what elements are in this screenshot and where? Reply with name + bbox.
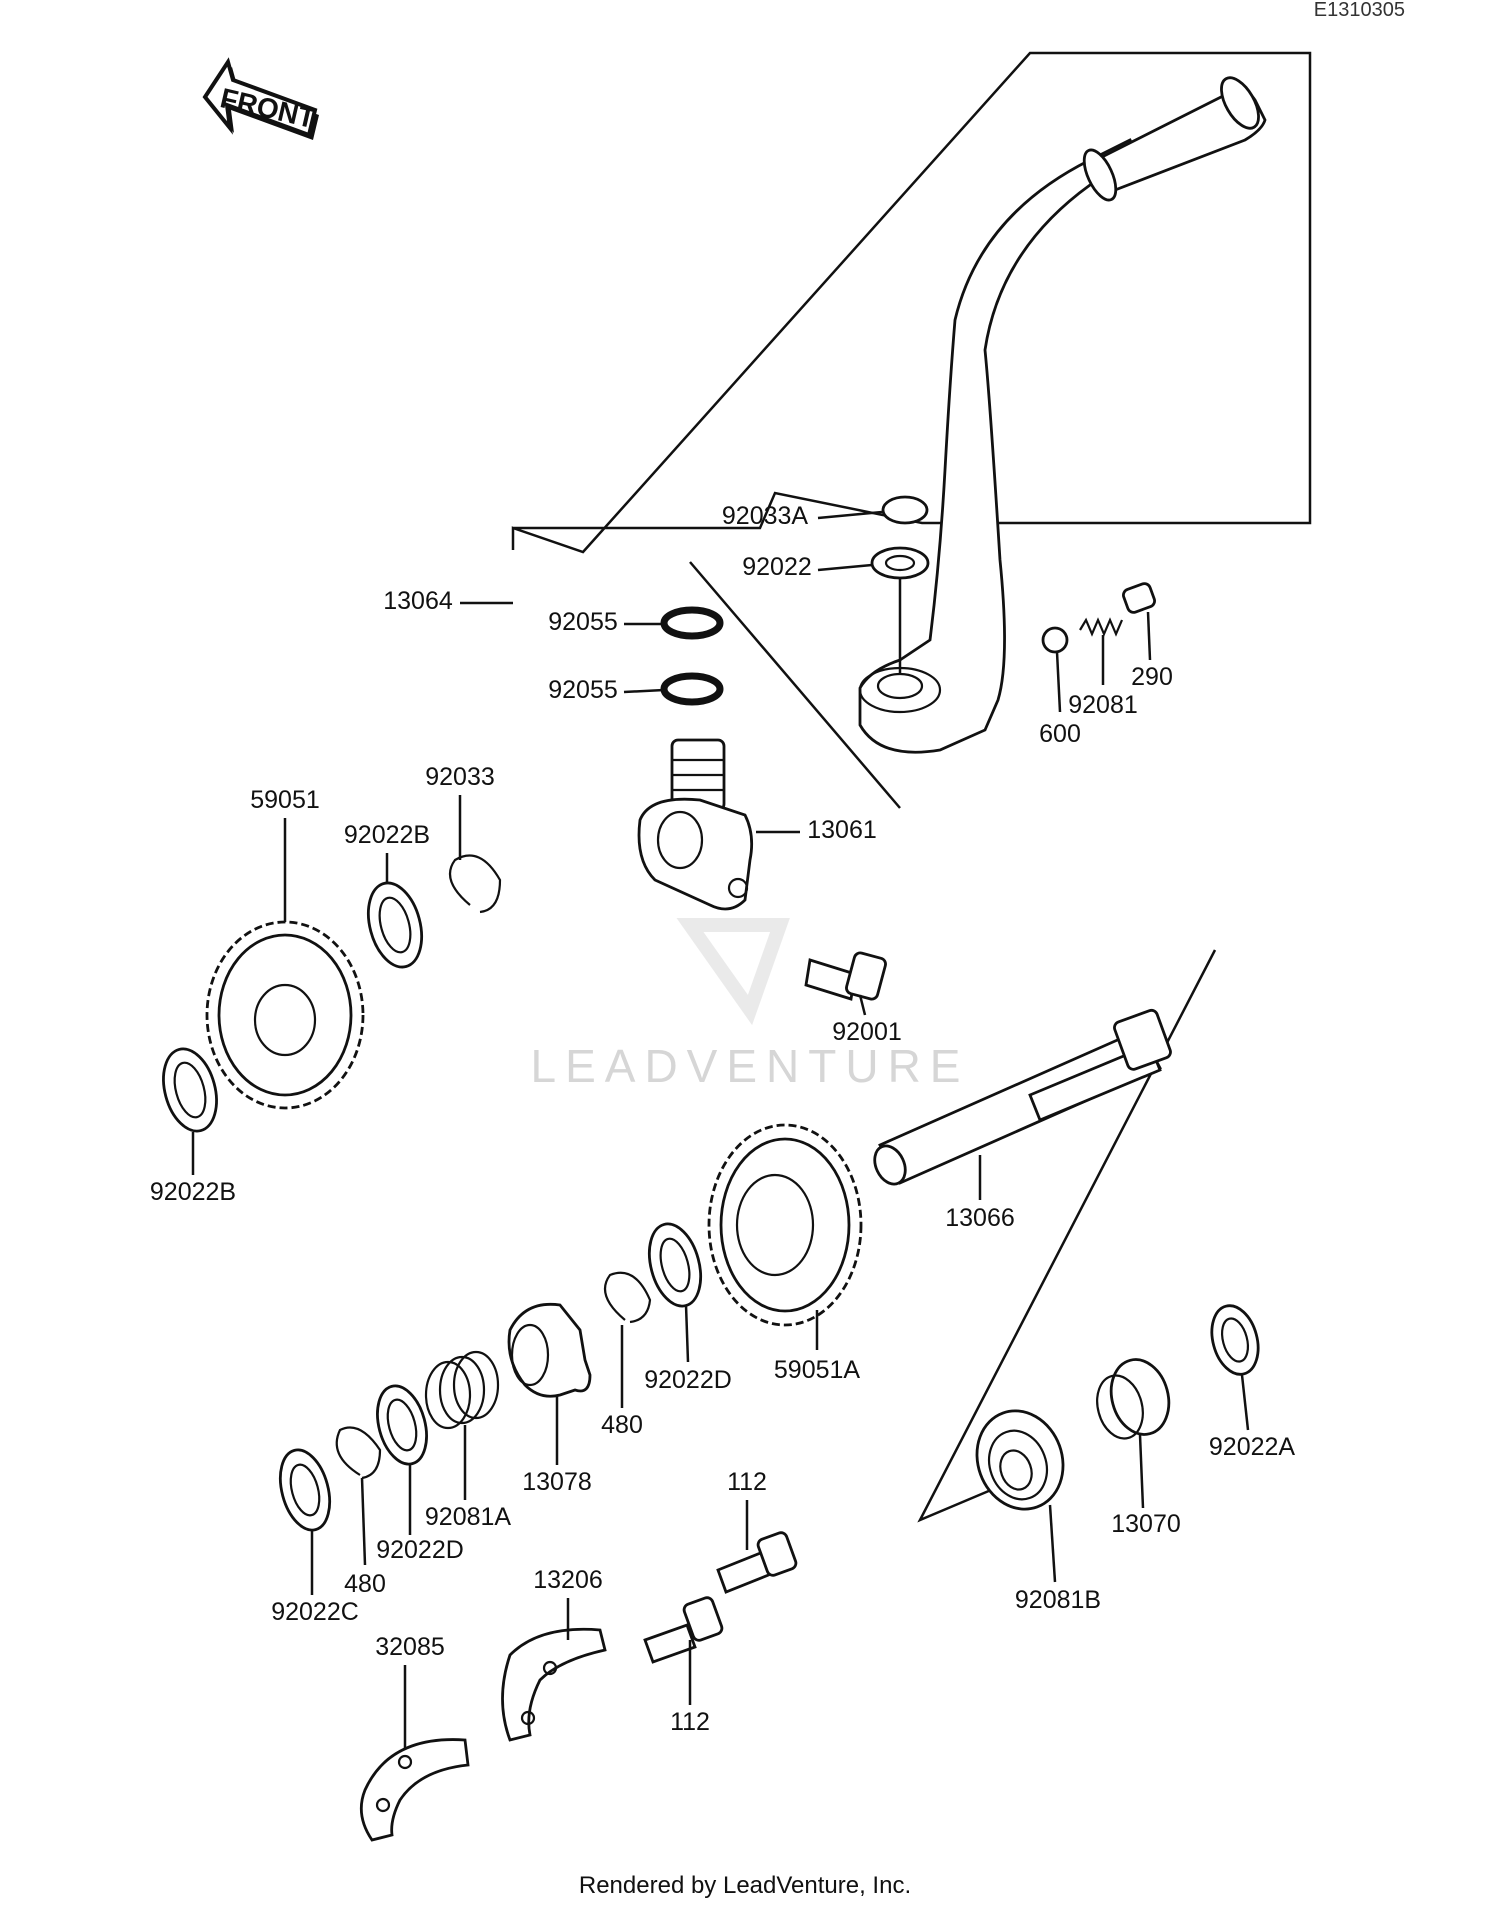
part-label-92022b: 92022B xyxy=(150,1178,236,1206)
part-label-59051: 59051 xyxy=(250,786,320,814)
part-13061-shape xyxy=(637,738,754,911)
watermark-text: LEADVENTURE xyxy=(531,1040,970,1092)
part-92055-rings xyxy=(660,606,724,706)
leadventure-logo-icon xyxy=(676,918,790,1026)
part-label-13066: 13066 xyxy=(945,1204,1015,1232)
part-label-13061: 13061 xyxy=(807,816,877,844)
part-label-480: 480 xyxy=(601,1411,643,1439)
part-59051A-gear xyxy=(707,1123,863,1327)
part-13070-collar xyxy=(1096,1358,1171,1440)
part-92033A-shape xyxy=(881,495,929,525)
part-label-92022b: 92022B xyxy=(344,821,430,849)
kick-pedal-lever xyxy=(858,76,1267,754)
part-112-upper-bolt xyxy=(716,1531,798,1594)
part-label-92055: 92055 xyxy=(548,608,618,636)
part-label-59051a: 59051A xyxy=(774,1356,861,1384)
part-label-92081b: 92081B xyxy=(1015,1586,1101,1614)
part-600-shape xyxy=(1041,626,1069,654)
part-label-112: 112 xyxy=(670,1708,710,1736)
leader-line-92022d xyxy=(684,1304,690,1363)
part-label-32085: 32085 xyxy=(375,1633,445,1661)
part-label-13064: 13064 xyxy=(383,587,453,615)
part-480-upper-shape xyxy=(603,1271,652,1324)
leader-line-13070 xyxy=(1138,1434,1145,1509)
shaft-assembly-boundary xyxy=(917,949,1217,1523)
part-label-92022d: 92022D xyxy=(376,1536,464,1564)
part-label-92001: 92001 xyxy=(832,1018,902,1046)
part-59051-gear xyxy=(205,920,365,1110)
boundary-diagonal xyxy=(689,561,901,809)
part-label-92022d: 92022D xyxy=(644,1366,732,1394)
part-92022B-lower-shape xyxy=(162,1047,218,1133)
part-92022B-upper-shape xyxy=(367,881,423,969)
front-arrow-icon: FRONT xyxy=(202,57,319,140)
part-13206-guide xyxy=(501,1627,607,1742)
part-92081A-spring xyxy=(424,1350,500,1430)
part-92022-shape xyxy=(870,546,930,580)
part-label-13070: 13070 xyxy=(1111,1510,1181,1538)
leader-line-92022a xyxy=(1240,1374,1250,1431)
part-290-plug xyxy=(1122,582,1156,614)
part-92022D-upper-shape xyxy=(647,1222,703,1308)
part-label-92033: 92033 xyxy=(425,763,495,791)
part-92022A-shape xyxy=(1210,1304,1260,1376)
part-480-lower-shape xyxy=(335,1426,382,1480)
part-label-13206: 13206 xyxy=(533,1566,603,1594)
part-label-290: 290 xyxy=(1131,663,1173,691)
part-label-92055: 92055 xyxy=(548,676,618,704)
assembly-boundary xyxy=(511,51,1312,554)
leader-line-480 xyxy=(360,1477,367,1566)
leader-line-92033a xyxy=(817,510,883,520)
footer-credit: Rendered by LeadVenture, Inc. xyxy=(579,1872,911,1899)
part-92022C-shape xyxy=(278,1448,332,1532)
part-label-13078: 13078 xyxy=(522,1468,592,1496)
part-label-92081: 92081 xyxy=(1068,691,1138,719)
leader-line-92022 xyxy=(817,563,873,572)
part-label-92022a: 92022A xyxy=(1209,1433,1296,1461)
part-112-lower-bolt xyxy=(643,1596,724,1664)
leader-line-92055 xyxy=(623,688,665,694)
leader-line-92001 xyxy=(858,994,867,1016)
part-label-92033a: 92033A xyxy=(722,502,809,530)
part-label-600: 600 xyxy=(1039,720,1081,748)
part-92033-shape xyxy=(448,854,502,914)
part-label-92022c: 92022C xyxy=(271,1598,359,1626)
part-13078-ratchet xyxy=(507,1302,592,1398)
part-32085-guide xyxy=(359,1738,470,1842)
diagram-code: E1310305 xyxy=(1314,0,1405,21)
part-label-480: 480 xyxy=(344,1570,386,1598)
part-92022D-lower-shape xyxy=(376,1384,428,1466)
leader-line-600 xyxy=(1055,651,1062,713)
part-label-92022: 92022 xyxy=(742,553,812,581)
leader-line-290 xyxy=(1146,611,1152,661)
part-92081-spring xyxy=(1079,617,1124,637)
part-13066-shaft xyxy=(873,1008,1172,1186)
part-92081B-spring xyxy=(975,1409,1065,1511)
part-label-112: 112 xyxy=(727,1468,767,1496)
part-92001-bolt xyxy=(804,951,887,1001)
part-label-92081a: 92081A xyxy=(425,1503,512,1531)
leader-line-92081b xyxy=(1048,1504,1057,1583)
